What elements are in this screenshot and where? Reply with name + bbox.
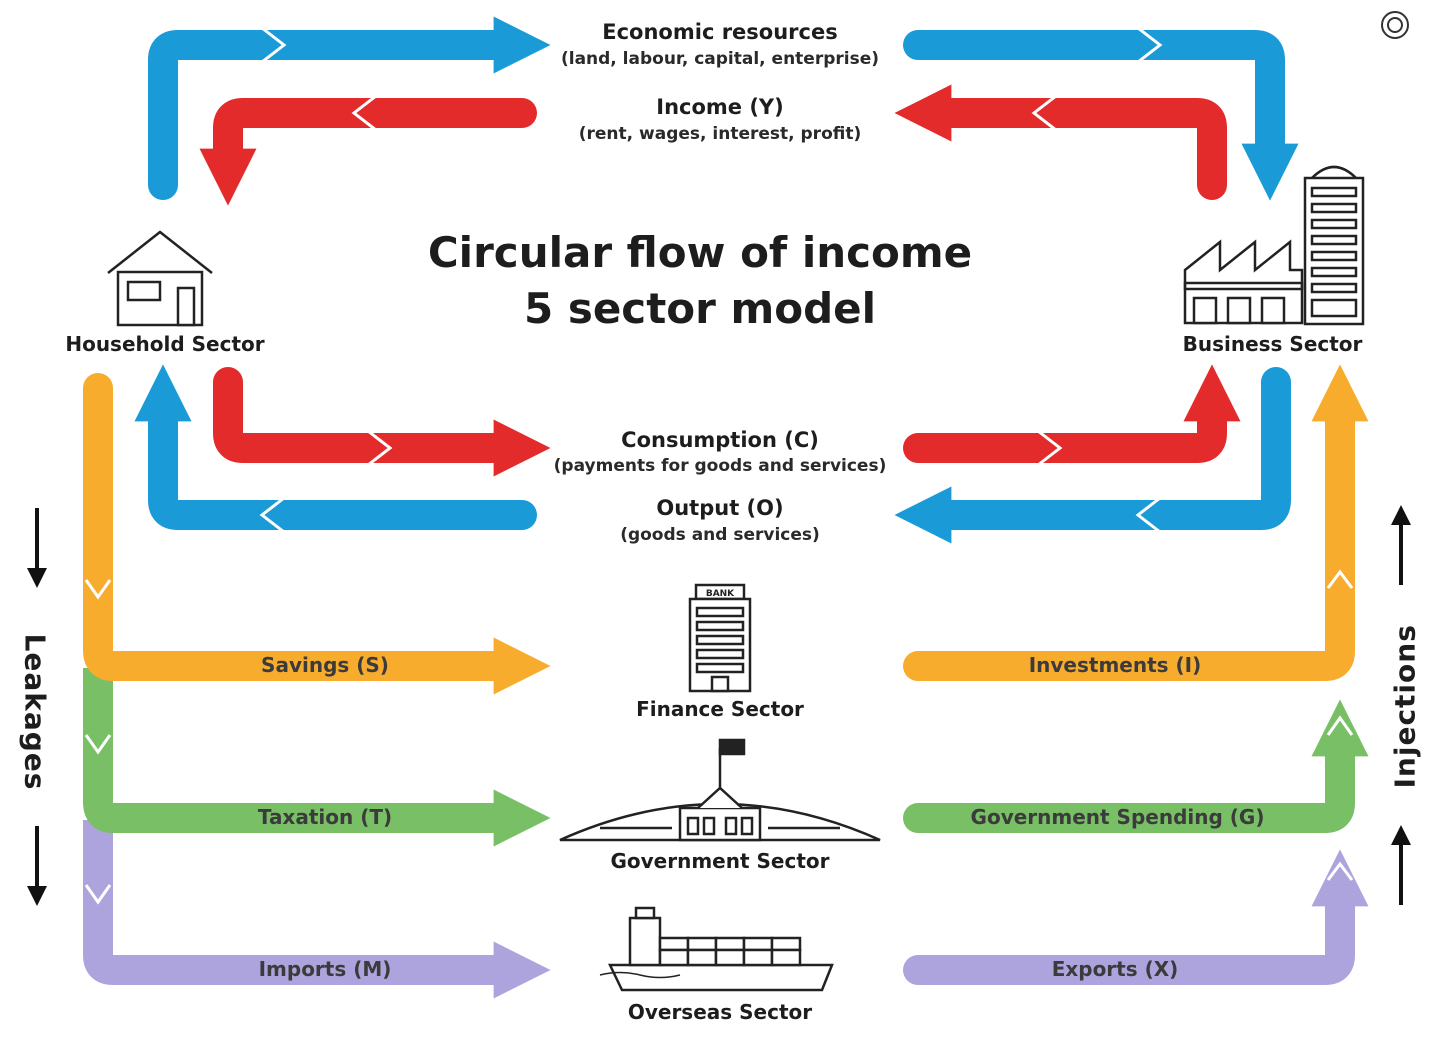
consumption-left-arrow (213, 367, 551, 477)
overseas-sector-label: Overseas Sector (627, 1000, 813, 1024)
government-spending-flow-arrow (903, 699, 1369, 833)
smiley-icon (1381, 11, 1409, 39)
finance-sector-label: Finance Sector (636, 697, 804, 721)
office-tower-icon (1303, 165, 1365, 326)
income-label: Income (Y) (656, 95, 784, 119)
output-left-arrow (134, 364, 537, 534)
investments-label: Investments (I) (1028, 653, 1202, 677)
economic-resources-right-arrow (903, 26, 1299, 201)
house-icon (107, 230, 213, 327)
imports-label: Imports (M) (258, 957, 392, 981)
imports-flow-arrow (83, 820, 551, 999)
income-detail: (rent, wages, interest, profit) (578, 124, 862, 144)
output-detail: (goods and services) (620, 525, 820, 545)
taxation-flow-arrow (83, 668, 551, 847)
savings-flow-arrow (83, 373, 551, 695)
exports-flow-arrow (903, 849, 1369, 985)
government-spending-label: Government Spending (G) (970, 805, 1265, 829)
economic-resources-label: Economic resources (602, 20, 838, 44)
economic-resources-left-arrow (148, 16, 551, 200)
taxation-label: Taxation (T) (257, 805, 393, 829)
business-sector-label: Business Sector (1182, 332, 1363, 356)
savings-label: Savings (S) (261, 653, 389, 677)
bank-sign: BANK (706, 589, 735, 599)
output-label: Output (O) (656, 496, 784, 520)
parliament-building-icon (559, 738, 881, 842)
household-sector-label: Household Sector (65, 332, 265, 356)
income-right-arrow (894, 84, 1227, 200)
output-right-arrow (894, 367, 1291, 544)
factory-icon (1183, 239, 1304, 325)
consumption-label: Consumption (C) (621, 428, 819, 452)
consumption-right-arrow (903, 364, 1241, 467)
container-ship-icon (599, 906, 834, 992)
diagram-title: Circular flow of income 5 sector model (420, 225, 980, 337)
title-line-1: Circular flow of income (427, 228, 973, 277)
income-left-arrow (199, 94, 537, 206)
bank-building-icon (688, 583, 752, 693)
government-sector-label: Government Sector (610, 849, 830, 873)
exports-label: Exports (X) (1051, 957, 1179, 981)
economic-resources-detail: (land, labour, capital, enterprise) (560, 49, 880, 69)
leakages-heading: Leakages (18, 633, 52, 791)
investments-flow-arrow (903, 364, 1369, 681)
title-line-2: 5 sector model (523, 284, 877, 333)
injections-heading: Injections (1388, 624, 1422, 789)
consumption-detail: (payments for goods and services) (553, 456, 887, 476)
